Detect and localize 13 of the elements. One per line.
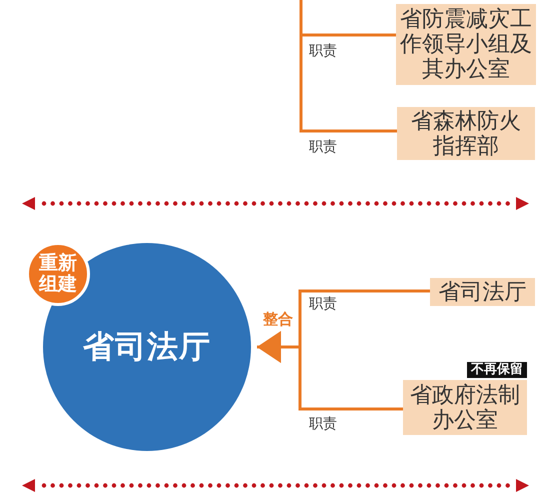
department-box: 省森林防火指挥部 (397, 107, 535, 160)
edge-label: 职责 (308, 43, 338, 60)
merge-label: 整合 (263, 311, 293, 328)
department-box: 省司法厅 (430, 278, 535, 306)
edge-label: 职责 (308, 416, 338, 433)
status-badge: 重新组建 (26, 242, 90, 306)
connector-line (300, 0, 397, 132)
edge-label: 职责 (308, 139, 338, 156)
department-box: 省政府法制办公室 (403, 380, 527, 435)
department-box: 省防震减灾工作领导小组及其办公室 (396, 4, 536, 85)
connector-arrow (257, 331, 403, 410)
edge-label: 职责 (308, 296, 338, 313)
status-tag: 不再保留 (467, 362, 527, 378)
